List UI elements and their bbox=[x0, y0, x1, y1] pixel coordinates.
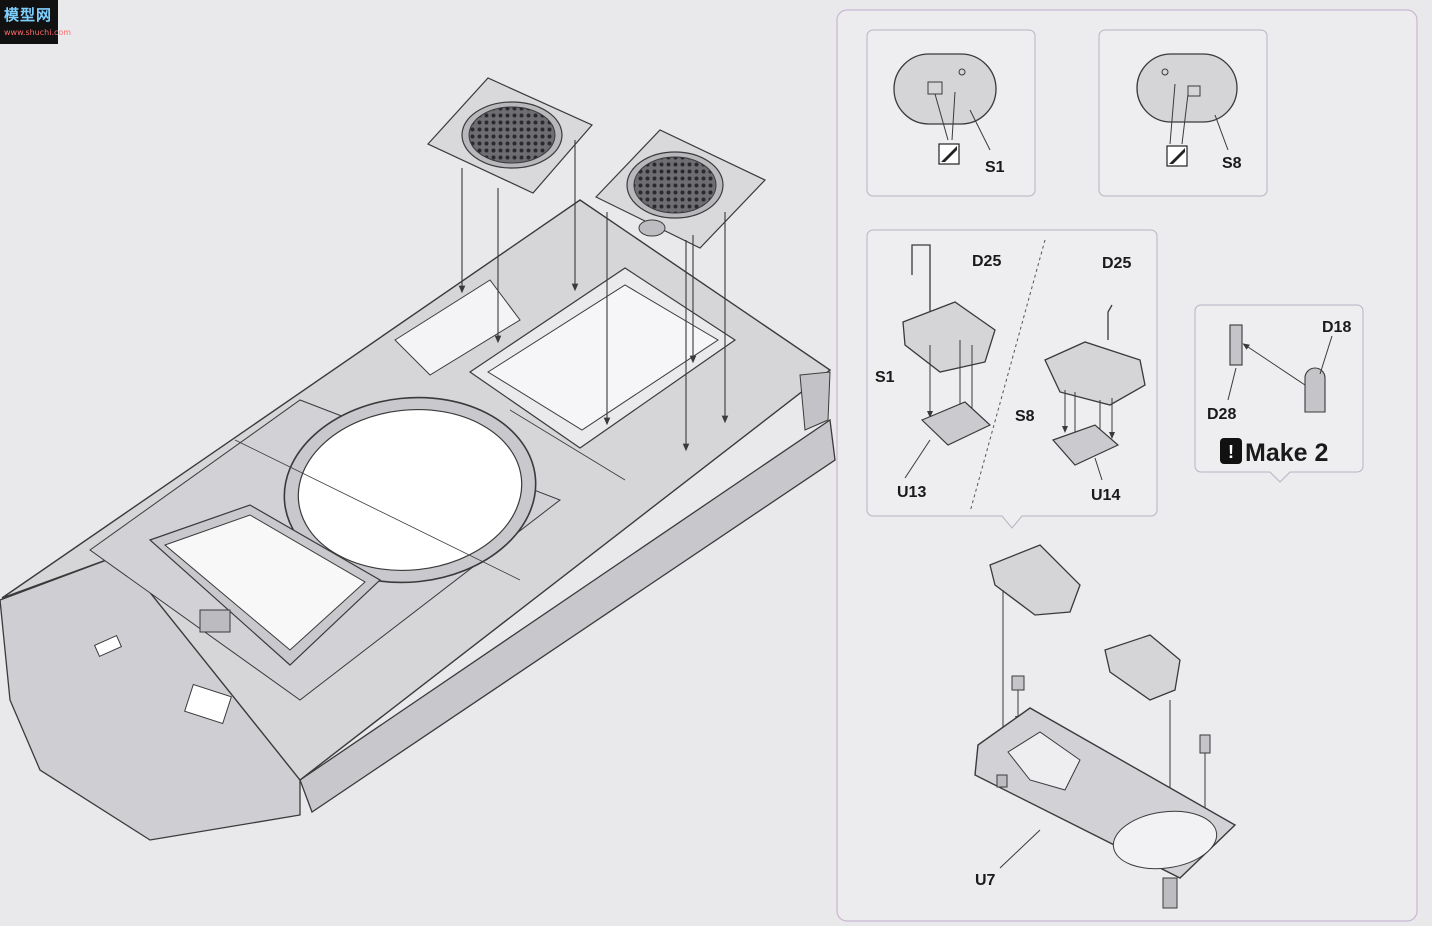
make-2-note: Make 2 bbox=[1245, 439, 1328, 467]
label-u14: U14 bbox=[1091, 487, 1120, 504]
grille-assembly-arrows bbox=[458, 140, 729, 452]
u7-assembly: U7 bbox=[974, 544, 1237, 909]
exclamation-icon: ! bbox=[1220, 438, 1242, 464]
detail-box-make-2: D18 D28 ! Make 2 bbox=[1194, 304, 1364, 483]
grille-plate-right bbox=[595, 129, 767, 249]
label-s1-assembly: S1 bbox=[875, 369, 895, 386]
label-d25-left: D25 bbox=[972, 253, 1001, 270]
svg-text:!: ! bbox=[1228, 442, 1234, 462]
glue-icon bbox=[1166, 145, 1188, 167]
label-s1-top: S1 bbox=[985, 159, 1005, 176]
label-d18: D18 bbox=[1322, 319, 1351, 336]
glue-icon bbox=[938, 143, 960, 165]
label-u13: U13 bbox=[897, 484, 926, 501]
watermark-logo: 模型网 www.shuchi.com bbox=[0, 0, 71, 44]
hull-top-deck bbox=[0, 199, 836, 841]
grille-plate-left bbox=[427, 77, 593, 194]
label-d25-right: D25 bbox=[1102, 255, 1131, 272]
label-s8-assembly: S8 bbox=[1015, 408, 1035, 425]
detail-box-s8: S8 bbox=[1098, 29, 1268, 197]
detail-box-s1: S1 bbox=[866, 29, 1036, 197]
label-d28: D28 bbox=[1207, 406, 1236, 423]
detail-box-hatch-assemblies: D25 S1 U13 D25 S8 U14 bbox=[866, 229, 1158, 529]
label-s8-top: S8 bbox=[1222, 155, 1242, 172]
label-u7: U7 bbox=[975, 872, 996, 889]
watermark-sub: www.shuchi.com bbox=[4, 28, 72, 37]
watermark-main: 模型网 bbox=[4, 6, 53, 24]
